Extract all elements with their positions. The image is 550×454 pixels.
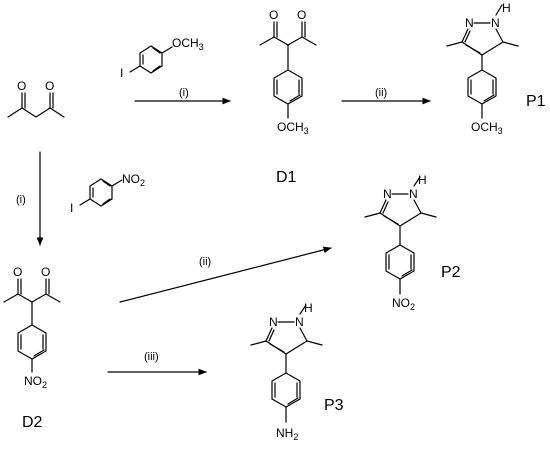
compound-d1: O O OCH3 D1 [259,8,317,186]
compound-label-p3: P3 [324,397,344,414]
compound-label-p2: P2 [441,264,461,281]
hydrogen-label: H [502,1,511,15]
condition-i-label: (i) [179,87,189,99]
oxygen-label: O [17,79,26,93]
oxygen-label: O [297,8,306,22]
oxygen-label: O [41,265,50,279]
methoxy-label: OCH3 [277,120,309,136]
compound-p3: N N H NH2 P3 [250,301,344,442]
nitrogen-label: N [491,16,500,30]
condition-ii-label: (ii) [375,87,387,99]
nitro-label: NO2 [122,172,145,188]
compound-label-d1: D1 [276,169,297,186]
condition-i-label: (i) [16,194,26,206]
methoxy-label: OCH3 [471,120,503,136]
iodine-label: I [70,201,73,215]
iodine-label: I [120,66,123,80]
condition-ii-label: (ii) [199,256,211,268]
acetylacetone: O O [7,79,65,118]
compound-d2: O O NO2 D2 [3,265,61,431]
iodoanisole-reagent: OCH3 I [120,36,204,80]
hydrogen-label: H [418,173,427,187]
arrow-to-p2 [119,246,332,303]
nitrogen-label: N [269,315,278,329]
compound-label-p1: P1 [526,93,546,110]
nitro-label: NO2 [24,374,47,390]
iodonitrobenzene-reagent: NO2 I [70,172,145,215]
amine-label: NH2 [276,426,298,442]
methoxy-label: OCH3 [172,36,204,52]
oxygen-label: O [13,265,22,279]
nitrogen-label: N [295,315,304,329]
compound-p2: N N H NO2 P2 [364,173,461,312]
nitrogen-label: N [383,187,392,201]
nitrogen-label: N [465,16,474,30]
oxygen-label: O [45,79,54,93]
compound-p1: N N H OCH3 P1 [446,1,546,136]
hydrogen-label: H [304,301,313,315]
nitro-label: NO2 [392,296,415,312]
compound-label-d2: D2 [22,414,43,431]
oxygen-label: O [269,8,278,22]
nitrogen-label: N [409,187,418,201]
condition-iii-label: (iii) [144,351,159,363]
